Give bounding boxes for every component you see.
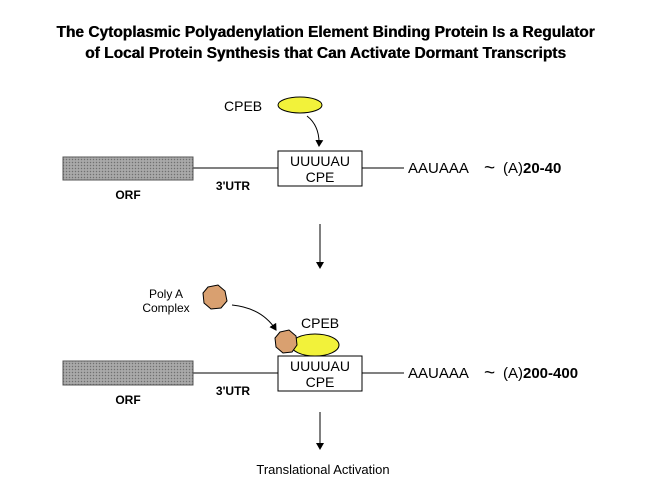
- top-cpeb-protein: [277, 96, 323, 114]
- bottom-cpe-sequence: UUUUAU: [290, 358, 350, 374]
- bottom-polyadenylation-signal: AAUAAA: [408, 365, 469, 382]
- top-tail-prefix: (A): [503, 160, 523, 177]
- top-binding-arrow: [306, 115, 324, 147]
- figure-title: The Cytoplasmic Polyadenylation Element …: [0, 22, 651, 64]
- poly-a-complex-free: [202, 284, 228, 310]
- top-cpe-sequence: UUUUAU: [290, 153, 350, 169]
- result-label: Translational Activation: [256, 462, 389, 477]
- bottom-tail-length: 200-400: [523, 365, 578, 382]
- poly-a-complex-bound: [274, 329, 298, 354]
- poly-a-label-line-2: Complex: [142, 301, 189, 315]
- top-cpe-box: [277, 150, 363, 187]
- bottom-cpeb-label: CPEB: [301, 315, 339, 331]
- poly-a-recruitment-arrow: [231, 304, 277, 331]
- bottom-orf-block: [62, 360, 194, 386]
- title-line-1: The Cytoplasmic Polyadenylation Element …: [56, 24, 595, 41]
- title-line-2: of Local Protein Synthesis that Can Acti…: [85, 45, 566, 62]
- top-cpeb-label: CPEB: [224, 98, 262, 114]
- bottom-tail: (A)200-400: [503, 365, 578, 382]
- bottom-cpeb-protein: [290, 333, 340, 357]
- top-tilde: ~: [484, 158, 495, 179]
- top-orf-label: ORF: [115, 188, 140, 202]
- top-cpe-label: CPE: [306, 169, 335, 185]
- bottom-tilde: ~: [484, 363, 495, 384]
- top-polyadenylation-signal: AAUAAA: [408, 160, 469, 177]
- top-utr-label: 3'UTR: [216, 179, 251, 193]
- top-orf-block: [62, 156, 194, 181]
- bottom-cpe-label: CPE: [306, 374, 335, 390]
- poly-a-label-line-1: Poly A: [149, 287, 183, 301]
- bottom-tail-prefix: (A): [503, 365, 523, 382]
- bottom-utr-label: 3'UTR: [216, 384, 251, 398]
- top-tail-length: 20-40: [523, 160, 561, 177]
- top-panel: CPEB UUUUAU CPE ORF 3'UTR AAUAAA ~ (A)20…: [62, 96, 561, 202]
- bottom-orf-label: ORF: [115, 393, 140, 407]
- top-tail: (A)20-40: [503, 160, 561, 177]
- bottom-panel: Poly A Complex CPEB UUUUAU CPE ORF 3'UTR…: [62, 284, 578, 407]
- bottom-cpe-box: [277, 355, 363, 392]
